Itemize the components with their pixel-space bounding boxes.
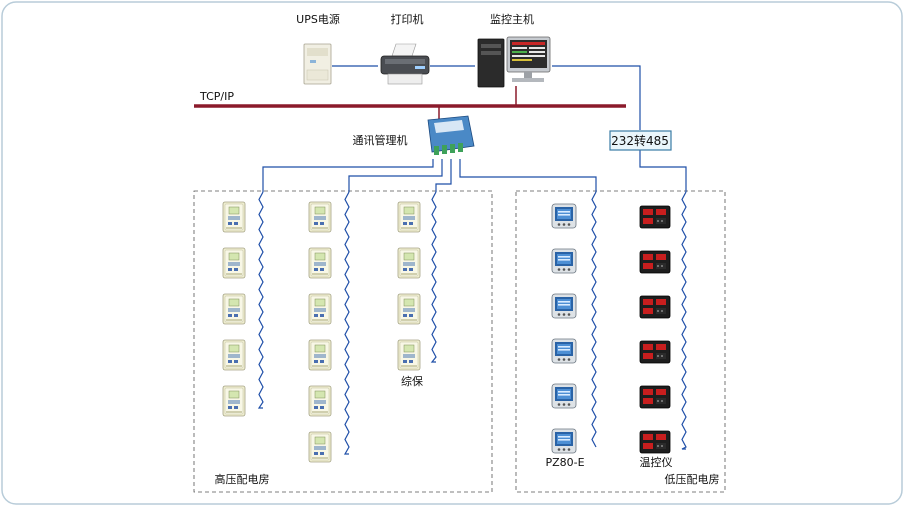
power-meter-icon [551, 248, 577, 274]
meter-label: PZ80-E [545, 456, 584, 469]
temperature-controller-icon [639, 295, 671, 319]
temperature-controller-icon [639, 340, 671, 364]
protector-label: 综保 [401, 374, 423, 388]
rs485-drop-line [591, 191, 597, 448]
power-meter-icon [551, 383, 577, 409]
power-meter-icon [551, 428, 577, 454]
converter-box [609, 130, 672, 151]
rs485-drop-line [430, 191, 437, 363]
relay-protector-icon [308, 247, 332, 279]
rs485-drop-line [343, 191, 350, 455]
relay-protector-icon [308, 339, 332, 371]
hv-room-box [193, 190, 493, 493]
computer-workstation-icon [477, 36, 551, 88]
rs485-drop-line [257, 191, 264, 409]
power-meter-icon [551, 293, 577, 319]
ups-label: UPS电源 [296, 12, 340, 26]
converter-label: 232转485 [611, 133, 669, 148]
relay-protector-icon [397, 247, 421, 279]
ups-cabinet-icon [303, 43, 332, 85]
temperature-controller-icon [639, 205, 671, 229]
relay-protector-icon [308, 431, 332, 463]
printer-label: 打印机 [391, 12, 424, 26]
communication-manager-icon [427, 115, 475, 155]
relay-protector-icon [222, 385, 246, 417]
temperature-controller-icon [639, 430, 671, 454]
power-meter-icon [551, 203, 577, 229]
relay-protector-icon [222, 247, 246, 279]
lv-room-label: 低压配电房 [665, 473, 720, 486]
relay-protector-icon [397, 339, 421, 371]
printer-icon [380, 43, 430, 85]
relay-protector-icon [397, 293, 421, 325]
device-bus-lines [257, 191, 687, 455]
relay-protector-icon [222, 339, 246, 371]
hv-room-label: 高压配电房 [215, 472, 270, 486]
thermo-label: 温控仪 [640, 455, 673, 469]
power-meter-icon [551, 338, 577, 364]
relay-protector-icon [308, 201, 332, 233]
relay-protector-icon [308, 385, 332, 417]
wiring [262, 65, 687, 192]
relay-protector-icon [222, 201, 246, 233]
lv-room-box [515, 190, 726, 493]
temperature-controller-icon [639, 250, 671, 274]
gateway-label: 通讯管理机 [353, 133, 408, 147]
host-label: 监控主机 [490, 12, 534, 26]
rs485-drop-line [681, 191, 687, 450]
relay-protector-icon [222, 293, 246, 325]
relay-protector-icon [308, 293, 332, 325]
temperature-controller-icon [639, 385, 671, 409]
bus-label: TCP/IP [199, 90, 234, 103]
relay-protector-icon [397, 201, 421, 233]
